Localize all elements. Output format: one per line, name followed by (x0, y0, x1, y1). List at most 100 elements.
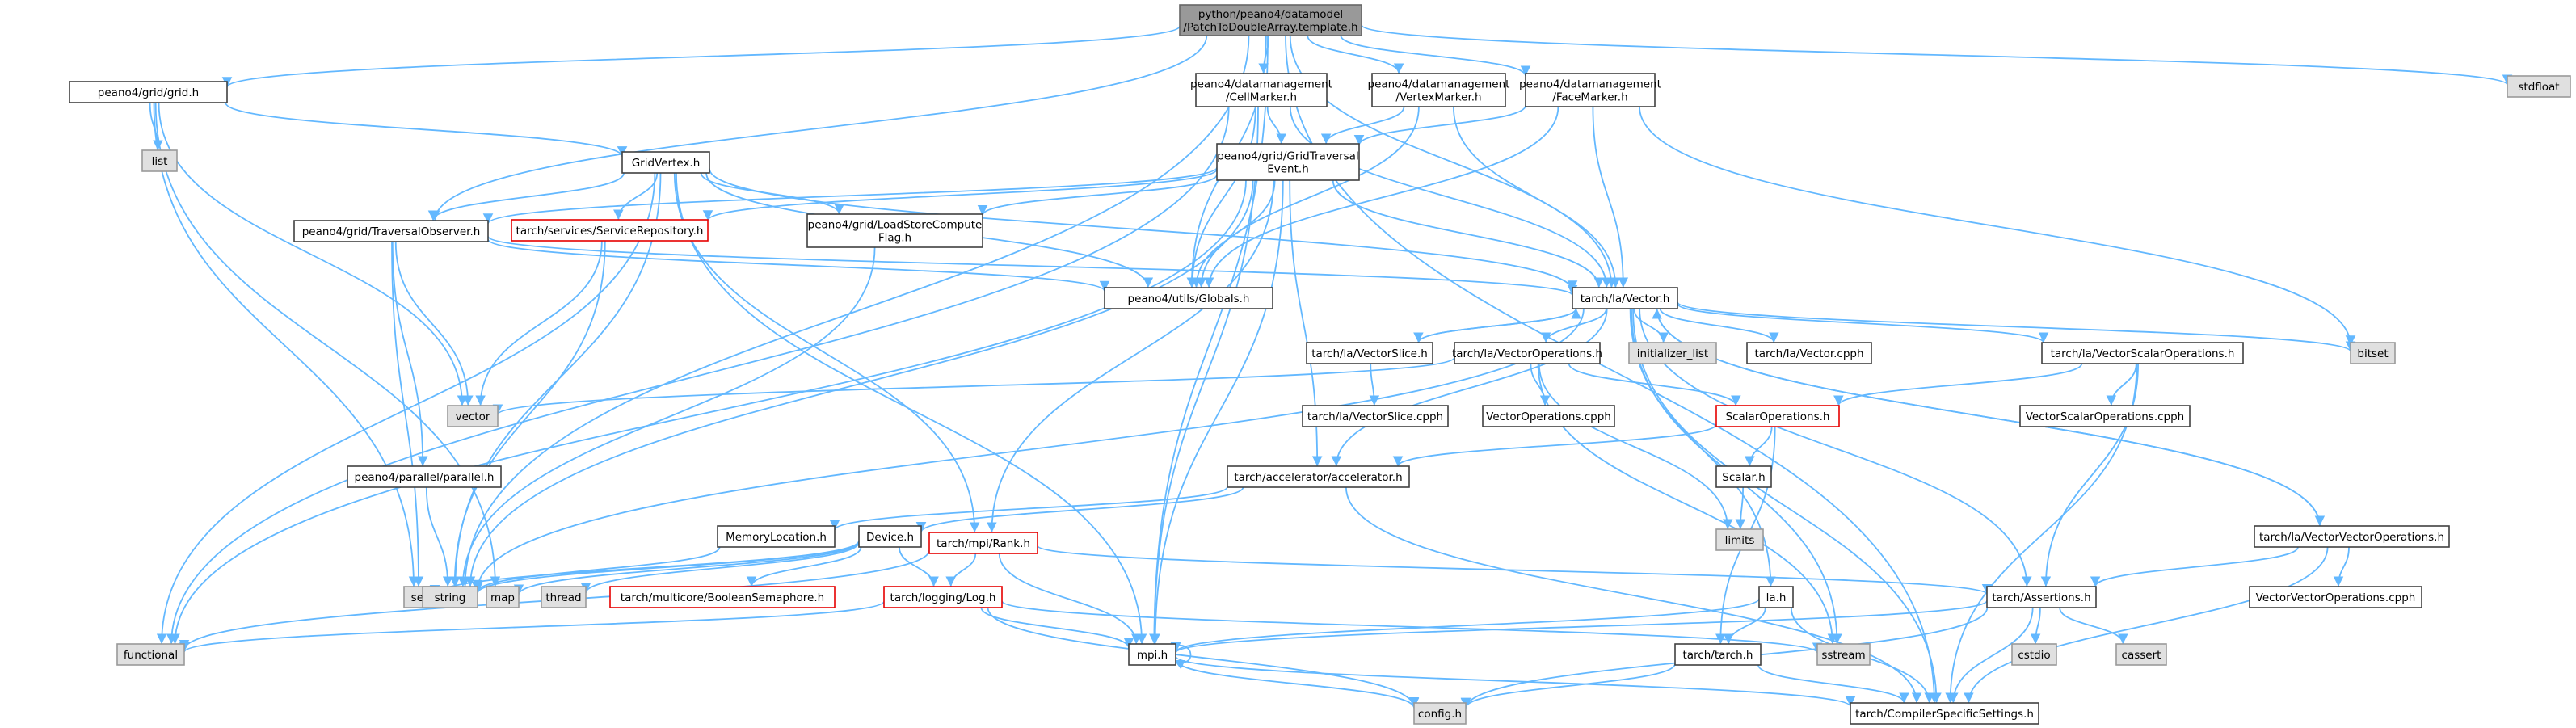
node-vertexmarker[interactable]: peano4/datamanagement/VertexMarker.h (1368, 73, 1510, 107)
node-label: GridVertex.h (632, 157, 701, 170)
node-tarch[interactable]: tarch/tarch.h (1674, 643, 1762, 666)
node-traversalobs[interactable]: peano4/grid/TraversalObserver.h (293, 220, 489, 242)
node-scalarops[interactable]: ScalarOperations.h (1715, 405, 1840, 427)
node-box (1482, 405, 1615, 427)
edge-grid-to-gridvertex (225, 102, 628, 158)
node-limits[interactable]: limits (1715, 528, 1764, 551)
edge-assertions-to-mpi (1171, 600, 1988, 654)
edge-vector-to-vecscalarops (1677, 303, 2049, 343)
node-box (1628, 342, 1717, 364)
node-box (422, 586, 478, 608)
edge-root-to-mpi (1149, 35, 1269, 645)
node-string[interactable]: string (422, 586, 478, 608)
node-device[interactable]: Device.h (858, 525, 922, 548)
node-label: stdfloat (2518, 81, 2559, 94)
node-sstream[interactable]: sstream (1816, 643, 1871, 666)
node-vecscalarops[interactable]: tarch/la/VectorScalarOperations.h (2041, 342, 2244, 364)
node-label: VectorOperations.cpph (1486, 410, 1611, 423)
node-scalar[interactable]: Scalar.h (1715, 465, 1772, 488)
node-cassert[interactable]: cassert (2115, 643, 2167, 666)
node-label: VectorVectorOperations.cpph (2256, 591, 2416, 604)
node-label: Scalar.h (1722, 471, 1765, 484)
node-label: peano4/datamanagement (1519, 78, 1661, 91)
node-mpi[interactable]: mpi.h (1128, 643, 1176, 666)
node-vsocpph[interactable]: VectorScalarOperations.cpph (2019, 405, 2191, 427)
node-thread[interactable]: thread (541, 586, 587, 608)
edge-vecscalarops-to-scalarops (1833, 363, 2083, 406)
node-memloc[interactable]: MemoryLocation.h (717, 525, 836, 548)
node-log[interactable]: tarch/logging/Log.h (883, 586, 1003, 608)
edge-parallel-to-string (425, 486, 453, 587)
edge-assertions-to-cassert (2059, 607, 2128, 645)
node-label: Device.h (866, 531, 914, 544)
node-initlist[interactable]: initializer_list (1628, 342, 1717, 364)
edge-rank-to-mpi (998, 553, 1142, 645)
node-compiler[interactable]: tarch/CompilerSpecificSettings.h (1850, 702, 2039, 725)
node-config[interactable]: config.h (1413, 702, 1467, 725)
node-label: /FaceMarker.h (1552, 91, 1627, 104)
edge-la-to-tarch (1723, 607, 1766, 645)
edge-scalar-to-limits (1735, 486, 1746, 530)
node-label: cassert (2122, 649, 2161, 662)
node-vectorslice[interactable]: tarch/la/VectorSlice.h (1306, 342, 1433, 364)
node-label: string (435, 591, 466, 604)
edge-grid-to-stdvector (158, 102, 468, 406)
node-vector[interactable]: tarch/la/Vector.h (1572, 287, 1678, 309)
node-cellmarker[interactable]: peano4/datamanagement/CellMarker.h (1190, 73, 1332, 107)
node-facemarker[interactable]: peano4/datamanagement/FaceMarker.h (1519, 73, 1661, 107)
node-rank[interactable]: tarch/mpi/Rank.h (928, 532, 1038, 554)
edge-tarch-to-config (1460, 663, 1676, 709)
node-parallel[interactable]: peano4/parallel/parallel.h (347, 465, 502, 488)
node-root[interactable]: python/peano4/datamodel/PatchToDoubleArr… (1179, 4, 1362, 36)
node-vectorslicecpph[interactable]: tarch/la/VectorSlice.cpph (1302, 405, 1449, 427)
edge-vecscalarops-to-assertions (2040, 363, 2139, 587)
node-box (2350, 342, 2396, 364)
node-assertions[interactable]: tarch/Assertions.h (1986, 586, 2097, 608)
node-vvops[interactable]: tarch/la/VectorVectorOperations.h (2254, 525, 2450, 548)
edge-grid-to-list (149, 102, 163, 151)
node-box (486, 586, 520, 608)
node-accel[interactable]: tarch/accelerator/accelerator.h (1227, 465, 1410, 488)
edge-gridvertex-to-functional (156, 172, 656, 645)
node-boolsem[interactable]: tarch/multicore/BooleanSemaphore.h (609, 586, 836, 608)
node-box (1128, 643, 1176, 666)
edge-gridvertex-to-vector (709, 168, 1578, 291)
node-stdfloat[interactable]: stdfloat (2507, 75, 2571, 98)
node-vectorcpph[interactable]: tarch/la/Vector.cpph (1746, 342, 1872, 364)
edge-log-to-config (987, 607, 1420, 708)
node-globals[interactable]: peano4/utils/Globals.h (1104, 287, 1273, 309)
node-cstdio[interactable]: cstdio (2011, 643, 2057, 666)
edge-gte-to-functional (170, 179, 1247, 645)
edge-mpi-to-mpi (1170, 645, 1192, 670)
edge-vectorops-to-scalarops (1568, 363, 1741, 406)
edge-device-to-log (899, 546, 939, 587)
edge-vectorslice-to-vectorslicecpph (1369, 363, 1380, 406)
node-box (447, 405, 499, 427)
edge-accel-to-device (915, 486, 1244, 533)
node-functional[interactable]: functional (116, 643, 185, 666)
edge-scalarops-to-accel (1392, 423, 1717, 467)
node-la[interactable]: la.h (1758, 586, 1794, 608)
edge-device-to-string (472, 540, 860, 594)
edge-traversalobs-to-globals (487, 238, 1109, 292)
node-box (1371, 73, 1506, 107)
node-box (1302, 405, 1449, 427)
node-map[interactable]: map (486, 586, 520, 608)
node-vvocpph[interactable]: VectorVectorOperations.cpph (2249, 586, 2422, 608)
edge-servicerepo-to-string (449, 240, 606, 587)
node-vectoropscpph[interactable]: VectorOperations.cpph (1482, 405, 1615, 427)
node-box (1572, 287, 1678, 309)
node-grid[interactable]: peano4/grid/grid.h (69, 81, 228, 103)
node-stdvector[interactable]: vector (447, 405, 499, 427)
node-bitset[interactable]: bitset (2350, 342, 2396, 364)
edge-vecscalarops-to-vsocpph (2106, 363, 2137, 406)
node-label: limits (1725, 534, 1755, 547)
edge-vectorslice-to-vector (1417, 308, 1581, 343)
node-gridvertex[interactable]: GridVertex.h (621, 151, 710, 174)
node-vectorops[interactable]: tarch/la/VectorOperations.h (1452, 342, 1602, 364)
node-list[interactable]: list (141, 149, 178, 172)
node-servicerepo[interactable]: tarch/services/ServiceRepository.h (511, 219, 709, 242)
